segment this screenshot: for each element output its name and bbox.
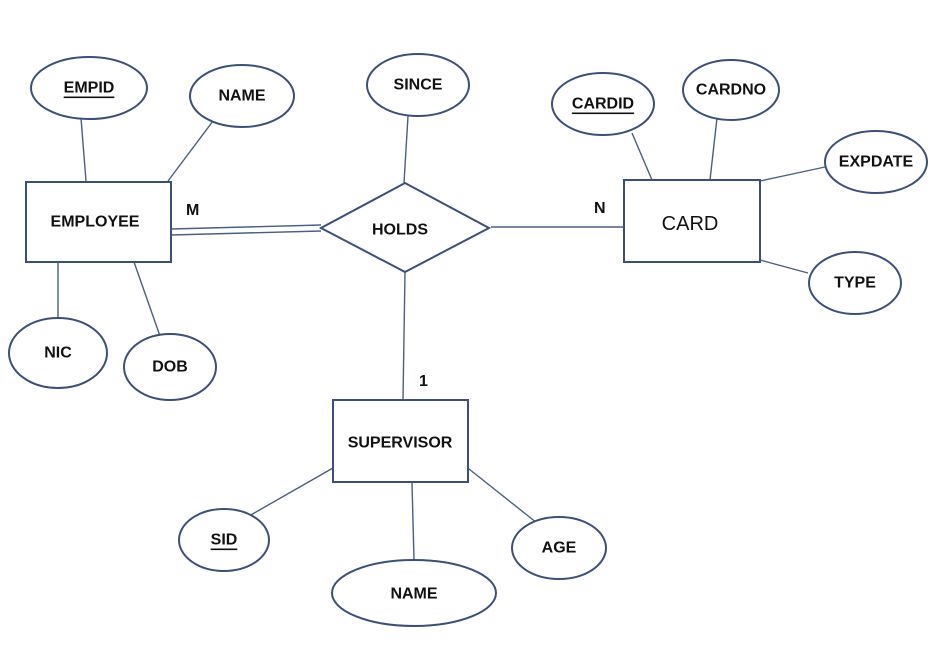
attribute-sid-label: SID: [211, 532, 238, 549]
attribute-employee-name-label: NAME: [218, 88, 265, 105]
attribute-expdate: EXPDATE: [824, 130, 928, 194]
attribute-cardid: CARDID: [551, 72, 655, 136]
attribute-employee-name: NAME: [189, 64, 295, 128]
attribute-dob: DOB: [123, 333, 217, 401]
attribute-supervisor-name: NAME: [331, 559, 497, 627]
attribute-cardid-label: CARDID: [572, 96, 634, 113]
entity-supervisor: SUPERVISOR: [332, 399, 469, 483]
sid-connector: [248, 467, 334, 517]
employee-holds-connector-2: [170, 230, 322, 236]
attribute-expdate-label: EXPDATE: [839, 154, 914, 171]
age-connector: [468, 468, 538, 524]
cardinality-employee: M: [186, 202, 199, 219]
attribute-sid: SID: [178, 508, 270, 572]
cardinality-card: N: [594, 200, 606, 217]
attribute-age-label: AGE: [542, 540, 577, 557]
entity-card-label: CARD: [662, 213, 719, 235]
empid-connector: [80, 117, 87, 182]
since-connector: [403, 115, 409, 184]
attribute-supervisor-name-label: NAME: [390, 586, 437, 603]
expdate-connector: [759, 166, 826, 182]
attribute-empid-label: EMPID: [64, 80, 115, 97]
attribute-cardno: CARDNO: [682, 59, 780, 121]
attribute-cardno-label: CARDNO: [696, 82, 766, 99]
connectors: [57, 115, 826, 561]
attribute-age: AGE: [511, 516, 607, 580]
attribute-since: SINCE: [366, 53, 470, 117]
attribute-empid: EMPID: [30, 56, 148, 120]
employee-holds-connector-1: [170, 224, 322, 230]
attribute-nic: NIC: [8, 317, 108, 389]
attribute-dob-label: DOB: [152, 359, 188, 376]
entity-employee: EMPLOYEE: [25, 181, 172, 263]
cardno-connector: [709, 117, 718, 181]
holds-supervisor-connector: [402, 271, 406, 401]
attribute-type: TYPE: [808, 251, 902, 315]
attribute-nic-label: NIC: [44, 345, 72, 362]
type-connector: [759, 259, 809, 274]
attribute-since-label: SINCE: [394, 77, 443, 94]
entity-card: CARD: [623, 179, 761, 263]
sup-name-connector: [411, 482, 415, 561]
attribute-type-label: TYPE: [834, 275, 876, 292]
entity-supervisor-label: SUPERVISOR: [348, 435, 453, 452]
dob-connector: [133, 261, 161, 337]
relationship-holds: HOLDS: [318, 181, 492, 274]
cardinality-supervisor: 1: [419, 373, 428, 390]
relationship-holds-label: HOLDS: [372, 222, 428, 239]
cardid-connector: [631, 132, 653, 181]
entity-employee-label: EMPLOYEE: [51, 214, 140, 231]
emp-name-connector: [167, 120, 214, 182]
